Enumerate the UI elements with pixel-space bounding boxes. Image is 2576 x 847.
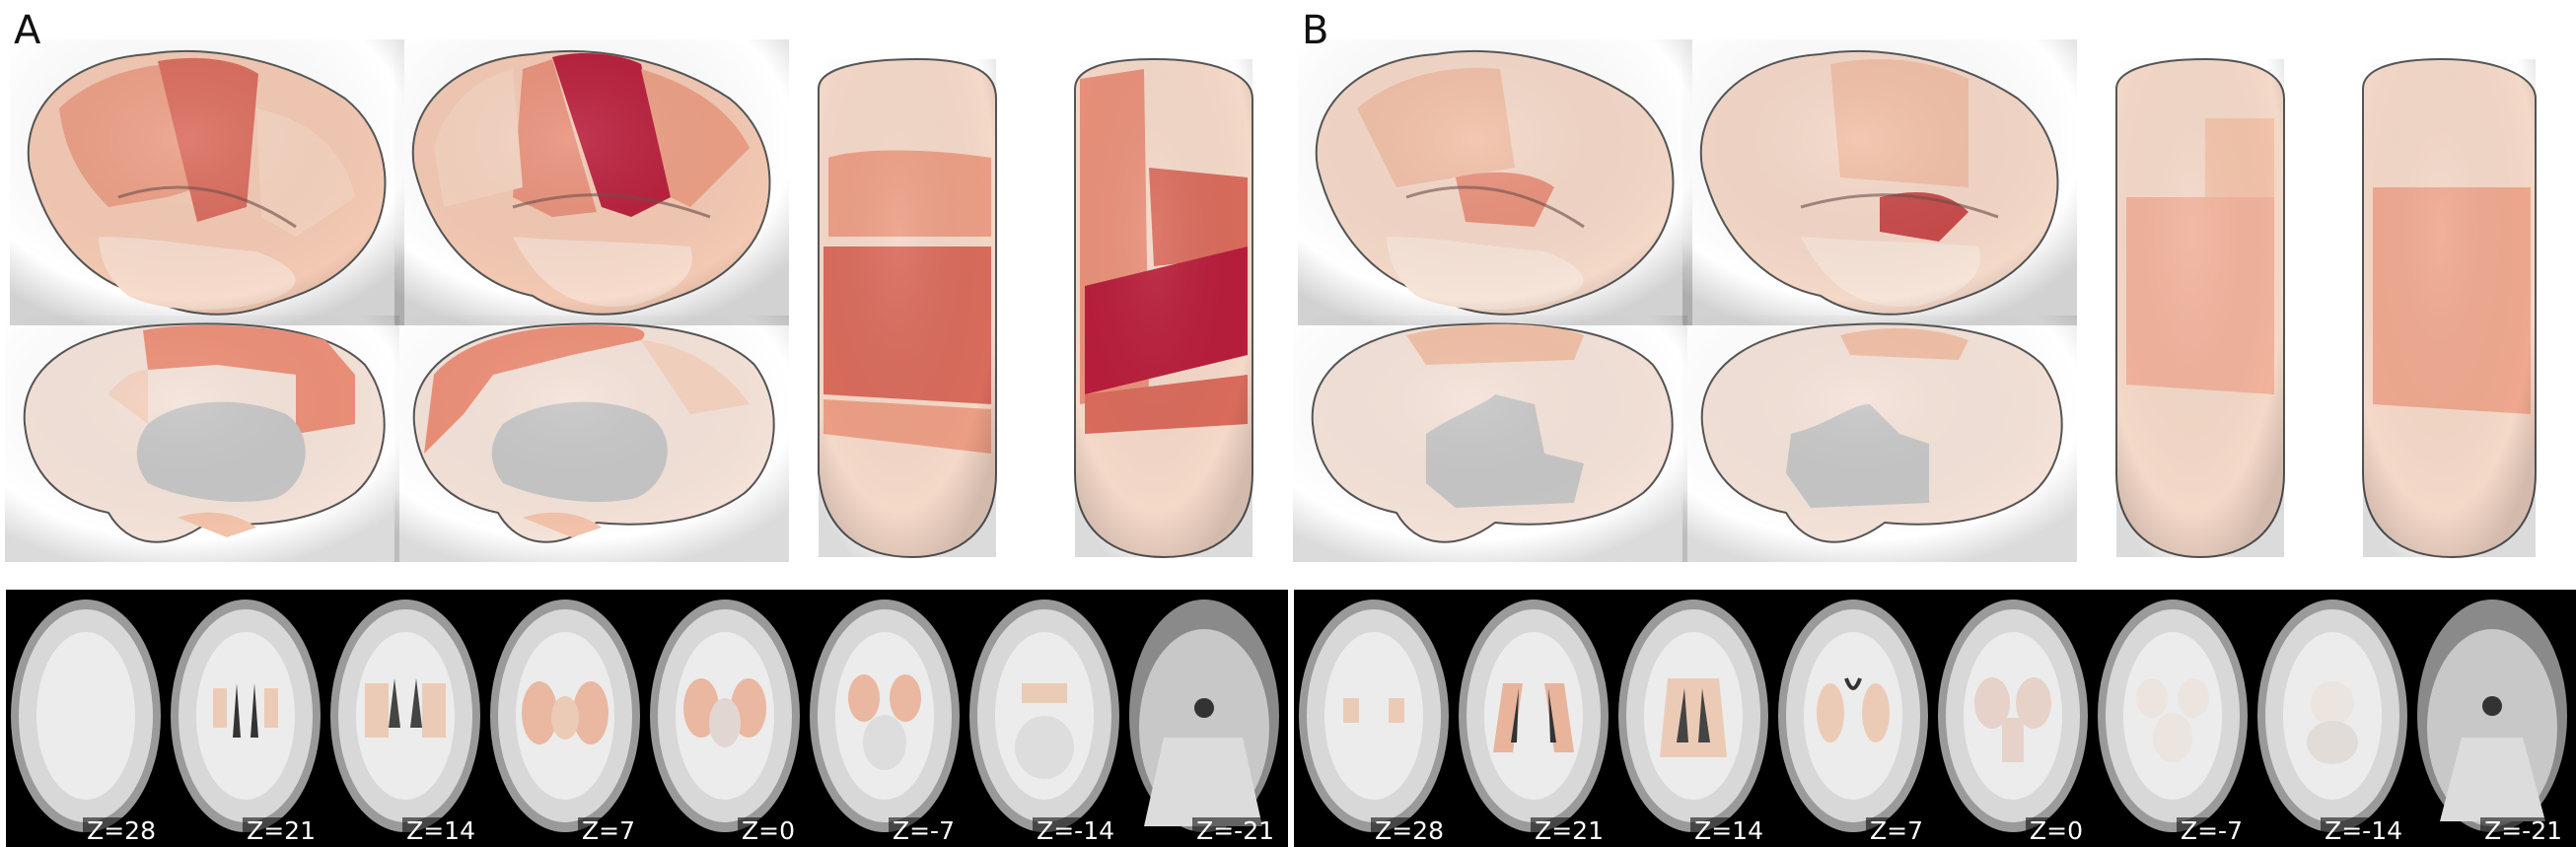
axial-brain-image [2417, 600, 2567, 832]
axial-slice-strip: Z=28 Z=21 Z=14 [6, 590, 1288, 847]
axial-slice: Z=-21 [2412, 590, 2572, 847]
axial-slice-strip: Z=28 Z=21 Z=14 [1294, 590, 2576, 847]
axial-slice: Z=21 [1454, 590, 1613, 847]
axial-brain-image [2098, 600, 2248, 832]
right-hemisphere-medial-view [394, 316, 789, 562]
axial-brain-image [1778, 600, 1928, 832]
superior-view-left [818, 57, 997, 559]
slice-z-label: Z=-7 [2176, 817, 2247, 845]
slice-z-label: Z=7 [578, 817, 639, 845]
axial-brain-image [330, 600, 480, 832]
slice-z-label: Z=7 [1866, 817, 1927, 845]
left-hemisphere-medial-view [1293, 316, 1687, 562]
axial-slice: Z=-21 [1124, 590, 1284, 847]
slice-z-label: Z=-21 [2480, 817, 2566, 845]
slice-z-label: Z=14 [1690, 817, 1767, 845]
slice-z-label: Z=21 [243, 817, 320, 845]
axial-brain-image [1938, 600, 2088, 832]
panel-b: B [1288, 0, 2576, 847]
axial-brain-image [2257, 600, 2407, 832]
axial-brain-image [1618, 600, 1768, 832]
slice-z-label: Z=28 [83, 817, 160, 845]
axial-brain-image [171, 600, 321, 832]
right-hemisphere-lateral-view [394, 39, 789, 325]
right-hemisphere-lateral-view [1682, 39, 2077, 325]
panel-a: A [5, 8, 1288, 847]
axial-slice: Z=-7 [805, 590, 965, 847]
slice-z-label: Z=-21 [1192, 817, 1278, 845]
slice-z-label: Z=0 [738, 817, 799, 845]
axial-slice: Z=0 [645, 590, 805, 847]
axial-slice: Z=7 [485, 590, 645, 847]
superior-view-right [2362, 57, 2537, 559]
axial-slice: Z=14 [325, 590, 485, 847]
axial-slice: Z=-14 [965, 590, 1124, 847]
axial-brain-image [1459, 600, 1609, 832]
slice-z-label: Z=21 [1531, 817, 1608, 845]
axial-brain-image [969, 600, 1119, 832]
slice-z-label: Z=28 [1371, 817, 1448, 845]
superior-view-left [2115, 57, 2285, 559]
right-hemisphere-medial-view [1682, 316, 2077, 562]
axial-slice: Z=28 [6, 590, 166, 847]
axial-brain-image [1129, 600, 1279, 832]
slice-z-label: Z=-7 [888, 817, 959, 845]
axial-brain-image [11, 600, 161, 832]
cortical-surfaces [1293, 39, 2537, 562]
left-hemisphere-lateral-view [10, 39, 404, 325]
axial-brain-image [650, 600, 800, 832]
axial-brain-image [1299, 600, 1449, 832]
slice-z-label: Z=-14 [1033, 817, 1118, 845]
axial-brain-image [490, 600, 640, 832]
slice-z-label: Z=0 [2026, 817, 2087, 845]
axial-slice: Z=7 [1773, 590, 1933, 847]
axial-brain-image [810, 600, 960, 832]
slice-z-label: Z=-14 [2321, 817, 2406, 845]
axial-slice: Z=28 [1294, 590, 1454, 847]
axial-slice: Z=21 [166, 590, 325, 847]
cortical-surfaces [5, 39, 1253, 562]
axial-slice: Z=14 [1613, 590, 1773, 847]
slice-z-label: Z=14 [402, 817, 479, 845]
axial-slice: Z=0 [1933, 590, 2093, 847]
superior-view-right [1074, 57, 1253, 559]
left-hemisphere-medial-view [5, 316, 399, 562]
left-hemisphere-lateral-view [1298, 39, 1692, 325]
axial-slice: Z=-14 [2253, 590, 2412, 847]
axial-slice: Z=-7 [2093, 590, 2253, 847]
